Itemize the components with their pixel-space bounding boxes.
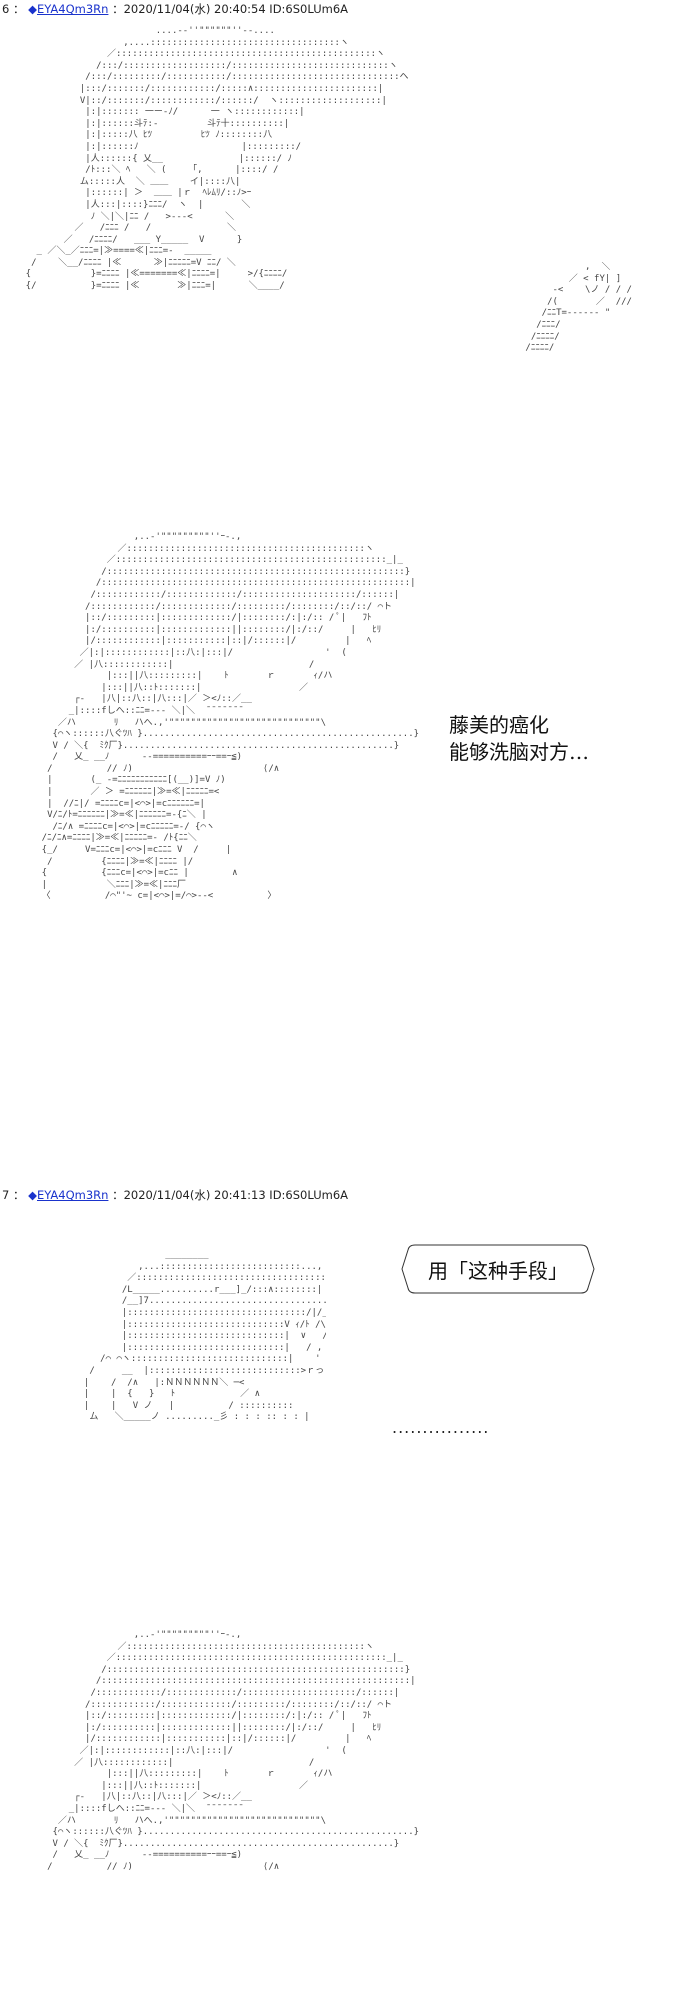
ascii-art-panel-2: ,..-'"""""""""''ｰ-., ／::::::::::::::::::… xyxy=(41,532,420,902)
ascii-art-panel-4: ,..-'"""""""""''ｰ-., ／::::::::::::::::::… xyxy=(47,1630,420,1872)
post-number: 7 xyxy=(2,1188,10,1202)
caption-line-2: 能够洗脑对方… xyxy=(449,740,589,764)
ellipsis-text: ................ xyxy=(392,1418,490,1437)
poster-name-link[interactable]: EYA4Qm3Rn xyxy=(37,2,109,16)
ascii-art-panel-1-hand: , ＼ ／ < fY| ] -< \ノ / / / /( ／ /// /ﾆﾆT=… xyxy=(525,262,632,354)
speech-bubble-frame xyxy=(401,1244,595,1294)
trip-diamond-icon: ◆ xyxy=(28,2,37,16)
post-number: 6 xyxy=(2,2,10,16)
post-meta: ：2020/11/04(水) 20:40:54 ID:6S0LUm6A xyxy=(112,2,349,16)
post-separator: ： xyxy=(12,1188,25,1202)
post-meta: ：2020/11/04(水) 20:41:13 ID:6S0LUm6A xyxy=(112,1188,349,1202)
speech-text: 用「这种手段」 xyxy=(428,1258,568,1283)
caption-line-1: 藤美的癌化 xyxy=(449,713,549,737)
post-header-7: 7 ： ◆EYA4Qm3Rn ：2020/11/04(水) 20:41:13 I… xyxy=(2,1188,348,1202)
speech-bubble: 用「这种手段」 xyxy=(401,1244,595,1294)
post-header-6: 6 ： ◆EYA4Qm3Rn ：2020/11/04(水) 20:40:54 I… xyxy=(2,2,348,16)
poster-name-link[interactable]: EYA4Qm3Rn xyxy=(37,1188,109,1202)
ascii-art-panel-3: ________ ,...::::::::::::::::::::::::::.… xyxy=(83,1250,326,1423)
post-separator: ： xyxy=(12,2,25,16)
trip-diamond-icon: ◆ xyxy=(28,1188,37,1202)
ascii-art-panel-1: ....-‐''""""""''‐-.... ,....::::::::::::… xyxy=(25,26,409,292)
